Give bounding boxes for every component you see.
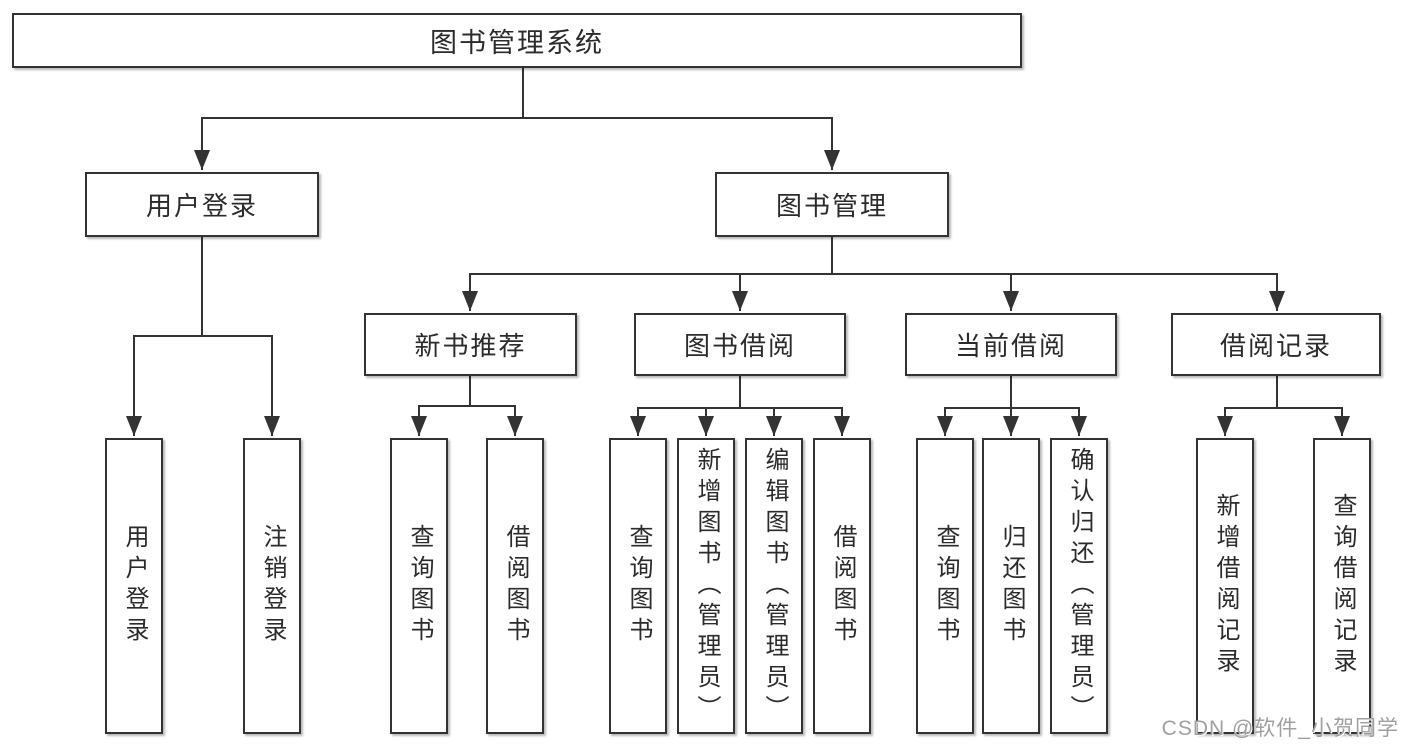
node-book-management: 图书管理 xyxy=(715,172,949,237)
node-borrow-records: 借阅记录 xyxy=(1171,313,1381,376)
leaf-add-borrow-record: 新增借阅记录 xyxy=(1196,438,1254,734)
watermark: CSDN @软件_小贺同学 xyxy=(1161,717,1399,740)
leaf-query-books-current: 查询图书 xyxy=(916,438,974,734)
leaf-borrow-books: 借阅图书 xyxy=(813,438,871,734)
node-current-borrow: 当前借阅 xyxy=(905,313,1117,376)
leaf-query-books-borrow: 查询图书 xyxy=(609,438,667,734)
leaf-query-borrow-record: 查询借阅记录 xyxy=(1313,438,1371,734)
leaf-user-login: 用户登录 xyxy=(105,438,163,734)
leaf-return-book: 归还图书 xyxy=(982,438,1040,734)
node-user-login: 用户登录 xyxy=(85,172,319,237)
leaf-edit-book-admin: 编辑图书（管理员） xyxy=(745,438,803,734)
node-root: 图书管理系统 xyxy=(12,13,1022,68)
leaf-confirm-return-admin: 确认归还（管理员） xyxy=(1050,438,1108,734)
leaf-logout: 注销登录 xyxy=(243,438,301,734)
leaf-query-books-recommend: 查询图书 xyxy=(390,438,448,734)
node-book-borrow: 图书借阅 xyxy=(634,313,846,376)
leaf-borrow-books-recommend: 借阅图书 xyxy=(486,438,544,734)
node-new-book-recommend: 新书推荐 xyxy=(364,313,577,376)
leaf-add-book-admin: 新增图书（管理员） xyxy=(677,438,735,734)
